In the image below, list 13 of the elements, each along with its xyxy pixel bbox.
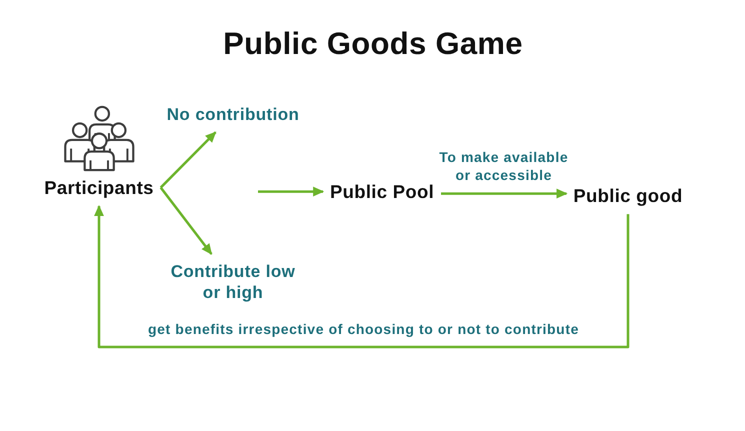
edge-label: get benefits irrespective of choosing to or not to contribute xyxy=(148,320,579,338)
arrow xyxy=(258,186,324,197)
node-label: Public Pool xyxy=(330,180,434,204)
arrow xyxy=(160,186,212,255)
arrow xyxy=(94,205,630,348)
diagram-title: Public Goods Game xyxy=(223,26,523,62)
node-label: No contribution xyxy=(166,104,300,126)
arrow xyxy=(160,131,216,188)
edge-label: To make available or accessible xyxy=(438,148,570,185)
node-label: Participants xyxy=(44,176,154,200)
arrow xyxy=(441,188,568,199)
node-label: Contribute low or high xyxy=(163,261,303,304)
node-label: Public good xyxy=(573,184,683,208)
